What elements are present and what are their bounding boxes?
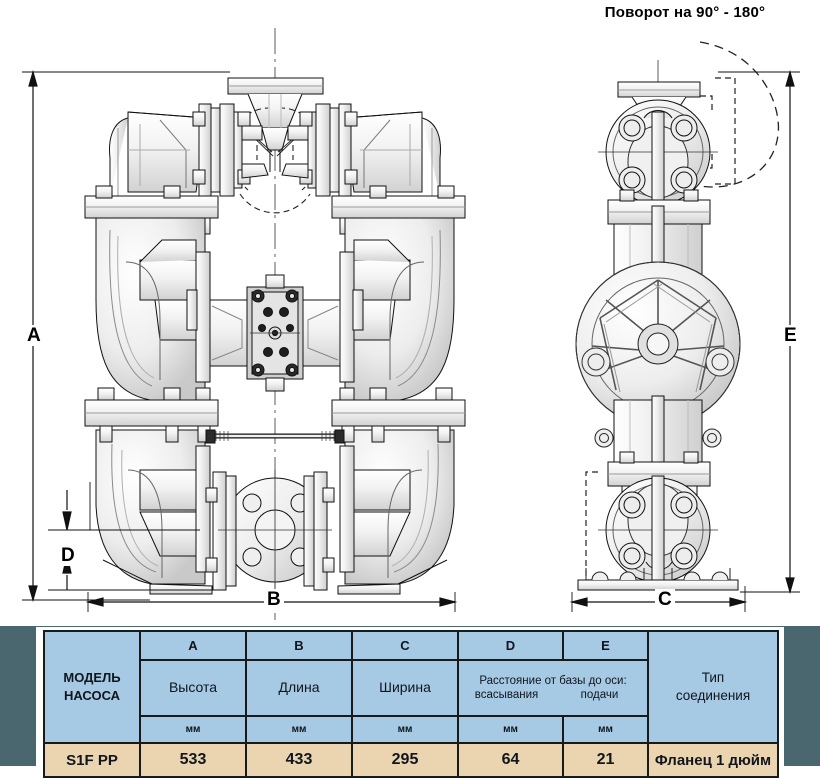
distance-discharge-label: подачи xyxy=(580,689,619,701)
name-cell-length: Длина xyxy=(245,659,353,717)
rotation-title: Поворот на 90° - 180° xyxy=(604,4,766,21)
unit-cell-c: мм xyxy=(351,715,459,744)
letter-cell-e: E xyxy=(562,630,649,661)
value-c: 295 xyxy=(351,742,459,778)
specification-table-band: МОДЕЛЬ НАСОСА A B C D E Тип соединения В… xyxy=(0,626,820,778)
value-b: 433 xyxy=(245,742,353,778)
name-cell-width: Ширина xyxy=(351,659,459,717)
unit-cell-e: мм xyxy=(562,715,649,744)
name-cell-height: Высота xyxy=(139,659,247,717)
dimension-label-c: C xyxy=(655,589,675,610)
unit-cell-b: мм xyxy=(245,715,353,744)
value-e: 21 xyxy=(562,742,649,778)
front-view-drawing xyxy=(84,28,466,620)
value-d: 64 xyxy=(457,742,564,778)
connection-header-line1: Тип xyxy=(701,670,725,686)
value-a: 533 xyxy=(139,742,247,778)
distance-suction-label: всасывания xyxy=(474,689,539,701)
distance-group-title: Расстояние от базы до оси: xyxy=(479,674,627,687)
connection-header-line2: соединения xyxy=(675,688,751,703)
dimension-label-b: B xyxy=(264,589,284,610)
letter-cell-b: B xyxy=(245,630,353,661)
technical-drawing-area: Поворот на 90° - 180° xyxy=(22,4,800,620)
dimension-label-e: E xyxy=(781,325,800,346)
letter-cell-a: A xyxy=(139,630,247,661)
model-header-line1: МОДЕЛЬ xyxy=(63,670,121,686)
value-connection: Фланец 1 дюйм xyxy=(647,742,779,778)
dimension-label-d: D xyxy=(58,545,78,566)
dimension-label-a: A xyxy=(24,325,44,346)
table-row-values: S1F PP 533 433 295 64 21 Фланец 1 дюйм xyxy=(43,742,779,778)
pump-drawing-svg xyxy=(22,28,800,620)
unit-cell-a: мм xyxy=(139,715,247,744)
table-row-letters: МОДЕЛЬ НАСОСА A B C D E Тип соединения xyxy=(43,630,779,744)
unit-cell-d: мм xyxy=(457,715,564,744)
table-row-names: Высота Длина Ширина Расстояние от базы д… xyxy=(44,659,778,717)
table-row-units: мм мм мм мм мм xyxy=(44,715,778,744)
model-header-cell: МОДЕЛЬ НАСОСА xyxy=(43,630,141,744)
value-model: S1F PP xyxy=(43,742,141,778)
model-header-line2: НАСОСА xyxy=(63,688,121,703)
pump-specification-table: МОДЕЛЬ НАСОСА A B C D E Тип соединения В… xyxy=(43,630,779,778)
side-view-drawing xyxy=(575,41,780,600)
letter-cell-c: C xyxy=(351,630,459,661)
connection-header-cell: Тип соединения xyxy=(647,630,779,744)
name-cell-distance-group: Расстояние от базы до оси: всасывания по… xyxy=(457,659,649,717)
letter-cell-d: D xyxy=(457,630,564,661)
